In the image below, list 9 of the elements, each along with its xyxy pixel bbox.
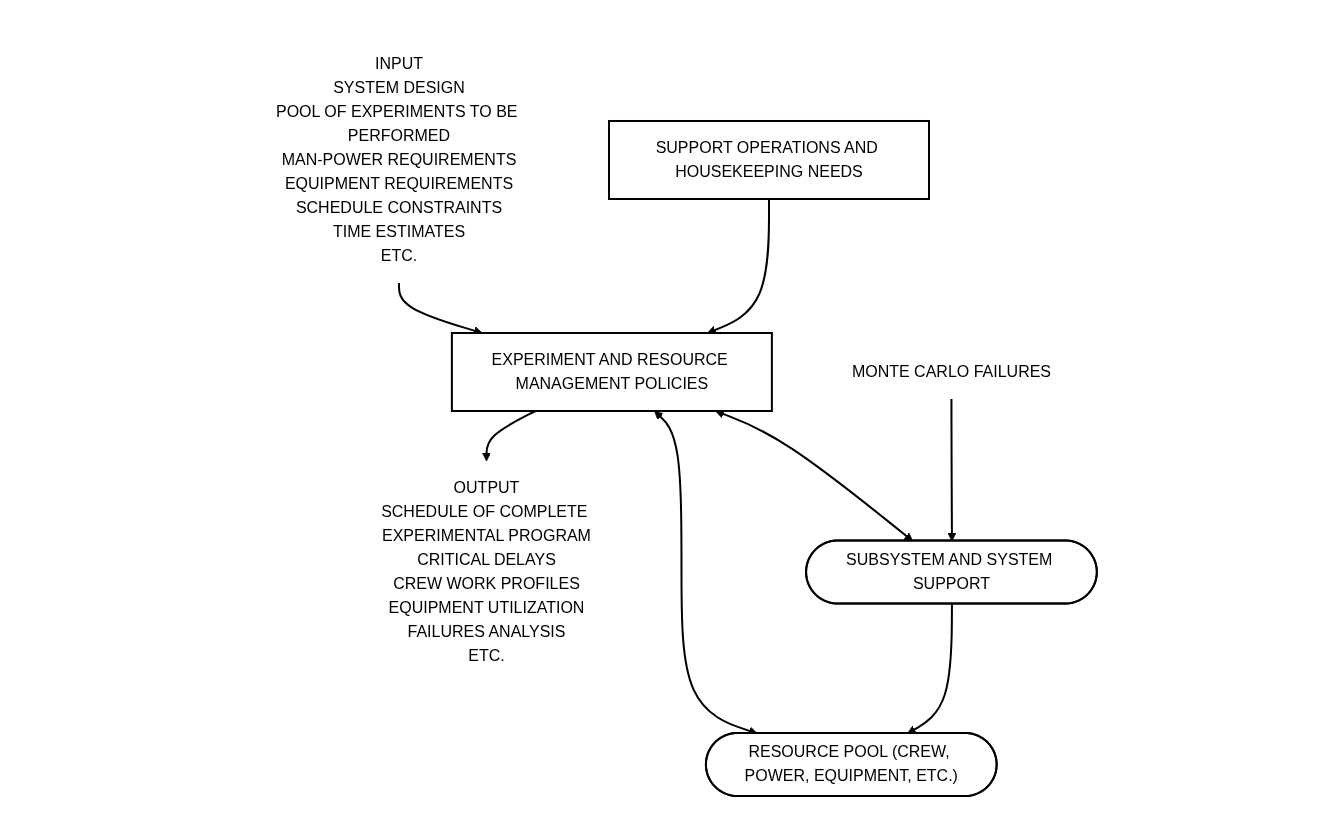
node-box: EXPERIMENT AND RESOURCE MANAGEMENT POLICIES	[450, 332, 773, 412]
arrow	[714, 409, 913, 542]
arrow	[947, 398, 956, 542]
arrow	[906, 603, 953, 734]
arrow	[481, 410, 537, 462]
node-text: OUTPUT SCHEDULE OF COMPLETE EXPERIMENTAL PROGRAM CRITICAL DELAYS CREW WORK PROFILES EQUIPMENT UTILIZATION FAILURES ANALYSIS ETC.	[380, 478, 591, 664]
node-text: INPUT SYSTEM DESIGN POOL OF EXPERIMENTS TO BE PERFORMED MAN-POWER REQUIREMENTS EQUIPMENT REQUIREMENTS SCHEDULE CONSTRAINTS TIME ESTIMATES ETC.	[275, 55, 518, 264]
node-text: MONTE CARLO FAILURES	[851, 362, 1051, 380]
node-box: SUPPORT OPERATIONS AND HOUSEKEEPING NEEDS	[607, 120, 930, 200]
